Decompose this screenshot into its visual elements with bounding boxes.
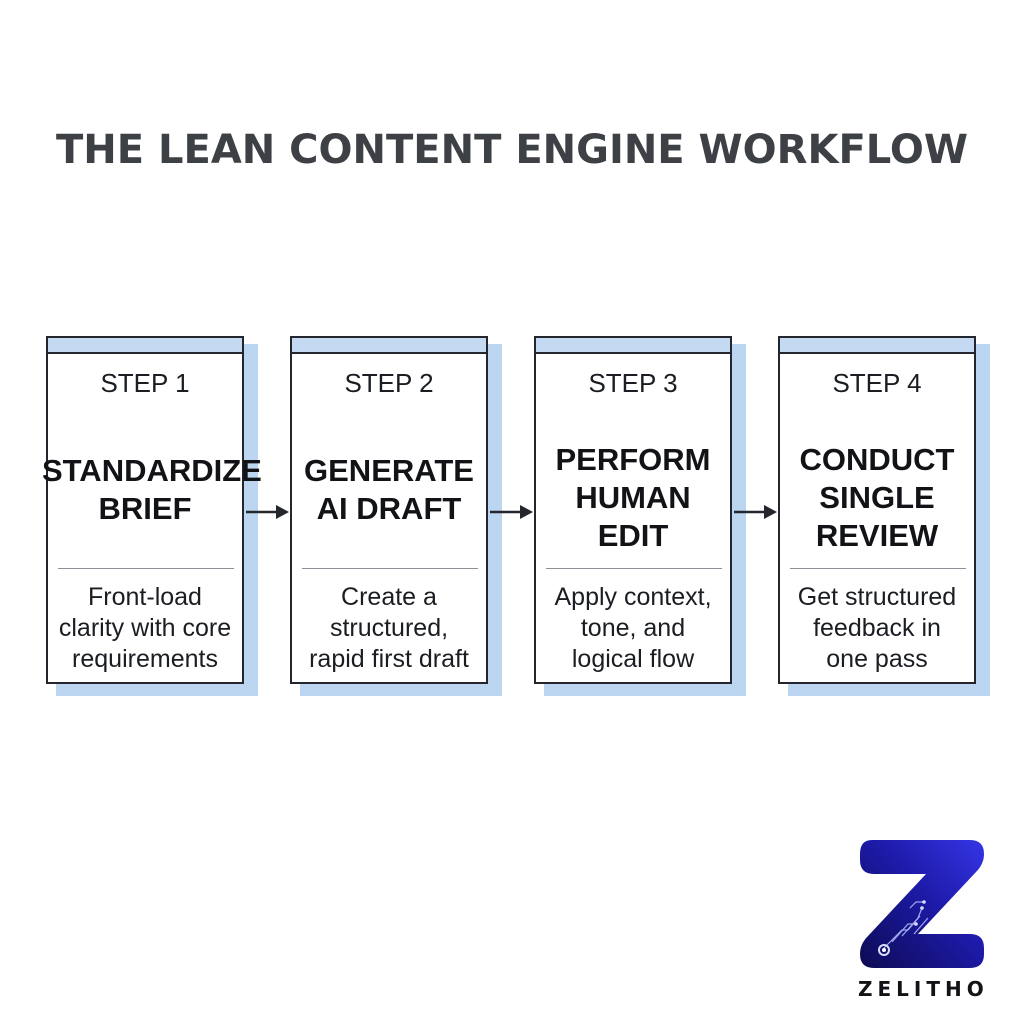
step-description-line: logical flow [571, 645, 695, 673]
step-card-topbar [536, 338, 730, 354]
step-description-line: structured, [329, 614, 449, 642]
step-heading-line: STANDARDIZE [42, 453, 262, 488]
step-description: Create a structured, rapid first draft [292, 582, 486, 675]
step-divider [58, 568, 234, 569]
step-heading-line: REVIEW [815, 518, 939, 553]
step-label: STEP 4 [832, 368, 922, 398]
zelitho-logo-icon [860, 840, 984, 968]
step-description: Apply context, tone, and logical flow [536, 582, 730, 675]
page-title: THE LEAN CONTENT ENGINE WORKFLOW [56, 127, 968, 173]
step-description-line: one pass [826, 645, 928, 673]
step-heading-line: PERFORM [555, 442, 711, 477]
step-card-3: STEP 3 PERFORM HUMAN EDIT Apply context,… [534, 336, 732, 684]
step-card-1: STEP 1 STANDARDIZE BRIEF Front-load clar… [42, 336, 262, 684]
step-description-line: clarity with core [58, 614, 232, 642]
step-card-topbar [780, 338, 974, 354]
step-description-line: tone, and [580, 614, 686, 642]
step-description-line: Create a [341, 583, 437, 611]
step-description-line: Front-load [88, 583, 202, 611]
step-description-line: feedback in [813, 614, 941, 642]
step-heading: CONDUCT SINGLE REVIEW [774, 441, 980, 555]
step-heading-line: BRIEF [98, 491, 192, 526]
step-heading: GENERATE AI DRAFT [286, 452, 492, 528]
step-heading: PERFORM HUMAN EDIT [530, 441, 736, 555]
step-description: Front-load clarity with core requirement… [48, 582, 242, 675]
step-card-2: STEP 2 GENERATE AI DRAFT Create a struct… [290, 336, 488, 684]
step-heading-line: GENERATE [304, 453, 474, 488]
step-description-line: rapid first draft [309, 645, 469, 673]
step-description-line: Get structured [797, 583, 957, 611]
step-heading-line: HUMAN [575, 480, 691, 515]
step-heading-line: AI DRAFT [316, 491, 462, 526]
step-card-topbar [292, 338, 486, 354]
step-card-topbar [48, 338, 242, 354]
step-heading-line: EDIT [597, 518, 669, 553]
arrow-right-icon [490, 505, 533, 519]
step-divider [546, 568, 722, 569]
step-label: STEP 1 [100, 368, 190, 398]
step-divider [302, 568, 478, 569]
step-description-line: requirements [72, 645, 218, 673]
arrow-right-icon [734, 505, 777, 519]
step-heading: STANDARDIZE BRIEF [42, 452, 262, 528]
step-heading-line: SINGLE [819, 480, 935, 515]
step-description-line: Apply context, [554, 583, 712, 611]
step-card-4: STEP 4 CONDUCT SINGLE REVIEW Get structu… [778, 336, 976, 684]
step-label: STEP 2 [344, 368, 434, 398]
logo-wordmark: ZELITHO [858, 977, 989, 1001]
step-heading-line: CONDUCT [799, 442, 955, 477]
arrow-right-icon [246, 505, 289, 519]
step-description: Get structured feedback in one pass [780, 582, 974, 675]
step-divider [790, 568, 966, 569]
step-label: STEP 3 [588, 368, 678, 398]
